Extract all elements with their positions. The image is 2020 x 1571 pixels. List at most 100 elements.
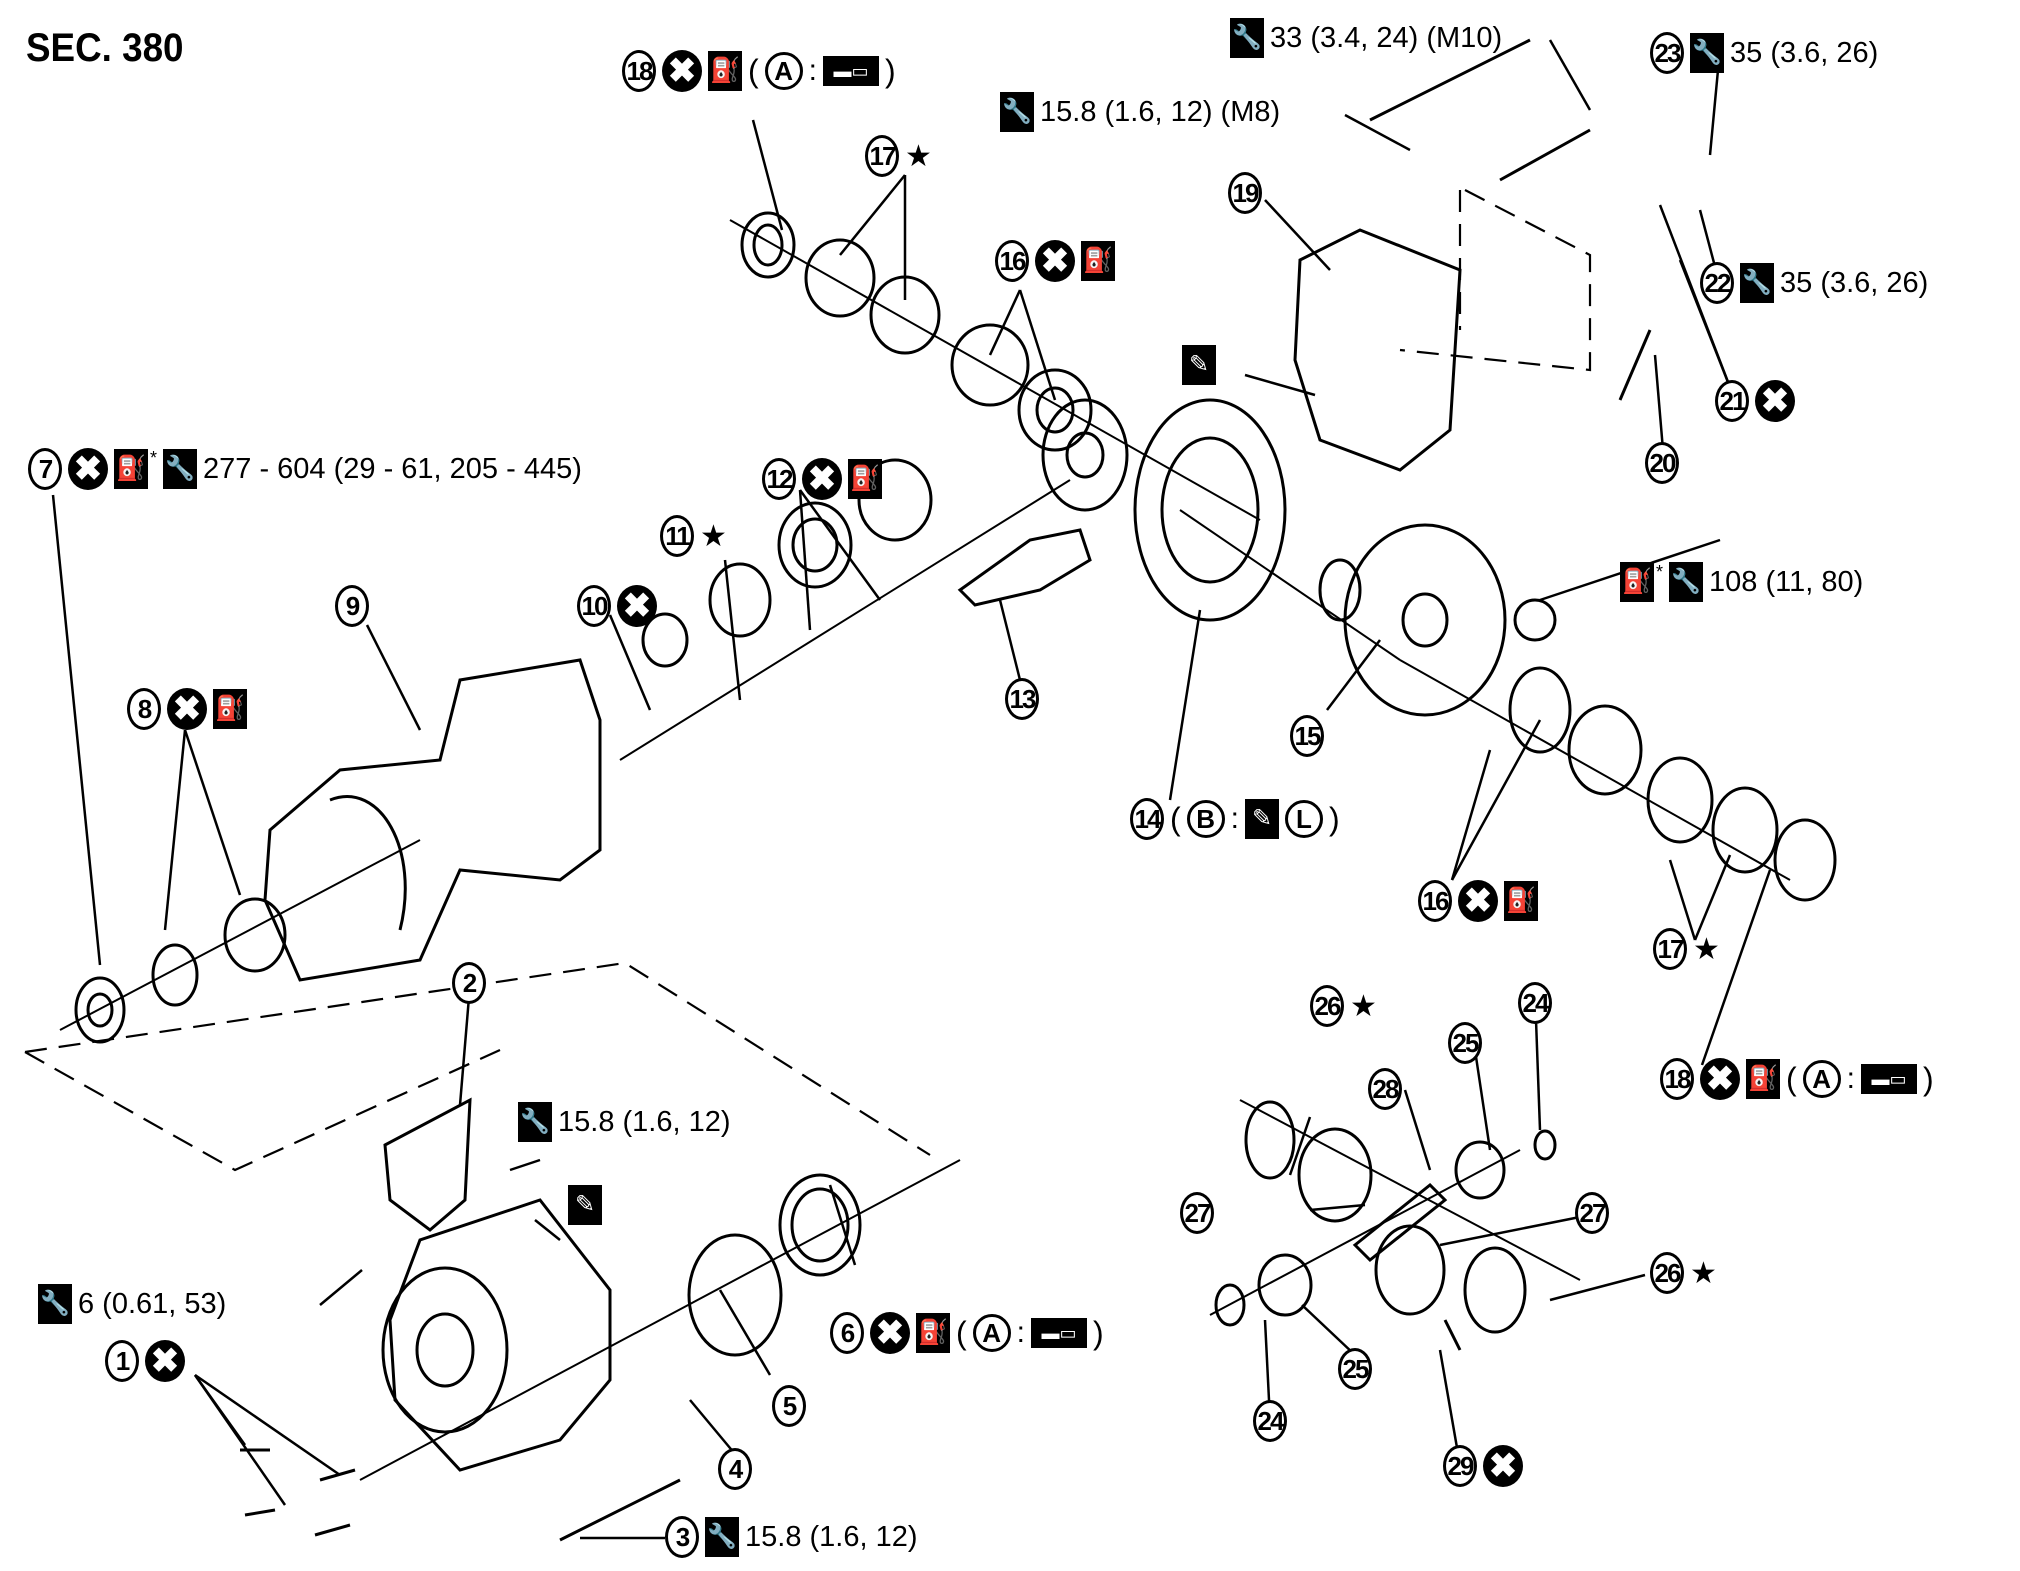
part-number-26: 26 — [1310, 985, 1344, 1027]
section-number: SEC. 380 — [26, 26, 184, 70]
letter-b-badge: B — [1186, 800, 1225, 838]
torque-wrench-icon: 🔧 — [38, 1284, 72, 1324]
callout-9: 9 — [335, 585, 369, 627]
sealant-rear-cover: ✎ — [1182, 345, 1216, 385]
selective-part-star-icon: ★ — [1350, 989, 1377, 1023]
part-number-8: 8 — [127, 688, 161, 730]
part-number-5: 5 — [772, 1385, 806, 1427]
part-number-24: 24 — [1253, 1400, 1287, 1442]
sealant-tube-icon: ✎ — [1245, 799, 1279, 839]
callout-16-top: 16 ✖ ⛽ — [995, 240, 1115, 282]
part-number-11: 11 — [660, 515, 694, 557]
part-number-29: 29 — [1443, 1445, 1477, 1487]
torque-value: 15.8 (1.6, 12) (M8) — [1040, 95, 1281, 128]
callout-18-bottom: 18 ✖ ⛽ ( A : ▬▭ ) — [1660, 1058, 1934, 1100]
callout-17-top: 17 ★ — [865, 135, 932, 177]
replace-icon: ✖ — [1755, 380, 1795, 422]
part-number-24: 24 — [1518, 982, 1552, 1024]
part-number-26: 26 — [1650, 1252, 1684, 1294]
replace-icon: ✖ — [870, 1312, 910, 1354]
open-paren: ( — [1786, 1060, 1797, 1097]
torque-value: 15.8 (1.6, 12) — [558, 1105, 731, 1138]
part-number-18: 18 — [622, 50, 656, 92]
part-number-17: 17 — [1653, 928, 1687, 970]
torque-m8-bolt: 🔧 15.8 (1.6, 12) (M8) — [1000, 92, 1280, 132]
callout-2: 2 — [452, 962, 486, 1004]
part-number-20: 20 — [1645, 442, 1679, 484]
letter-a-badge: A — [972, 1314, 1011, 1352]
callout-19: 19 — [1228, 172, 1262, 214]
replace-icon: ✖ — [145, 1340, 185, 1382]
callout-10: 10 ✖ — [577, 585, 657, 627]
callout-20: 20 — [1645, 442, 1679, 484]
callout-26-bottom: 26 ★ — [1650, 1252, 1717, 1294]
part-number-17: 17 — [865, 135, 899, 177]
asterisk: * — [1656, 562, 1664, 582]
part-number-3: 3 — [665, 1516, 699, 1558]
callout-23: 23 🔧 35 (3.6, 26) — [1650, 32, 1878, 74]
part-number-22: 22 — [1700, 262, 1734, 304]
selective-part-star-icon: ★ — [700, 519, 727, 553]
oil-can-icon: ⛽ — [1081, 241, 1115, 281]
oil-can-icon: ⛽ — [848, 459, 882, 499]
torque-diff-case-bolt: ⛽ * 🔧 108 (11, 80) — [1620, 562, 1863, 602]
callout-18-top: 18 ✖ ⛽ ( A : ▬▭ ) — [622, 50, 896, 92]
torque-wrench-icon: 🔧 — [705, 1517, 739, 1557]
callout-14: 14 ( B : ✎ L ) — [1130, 798, 1340, 840]
torque-wrench-icon: 🔧 — [1000, 92, 1034, 132]
colon: : — [1230, 802, 1239, 835]
part-number-13: 13 — [1005, 678, 1039, 720]
callout-6: 6 ✖ ⛽ ( A : ▬▭ ) — [830, 1312, 1104, 1354]
callout-17-bottom: 17 ★ — [1653, 928, 1720, 970]
torque-value: 277 - 604 (29 - 61, 205 - 445) — [203, 452, 582, 485]
oil-can-icon: ⛽ — [213, 689, 247, 729]
open-paren: ( — [748, 52, 759, 89]
callout-28: 28 — [1368, 1068, 1402, 1110]
callout-24-top: 24 — [1518, 982, 1552, 1024]
replace-icon: ✖ — [1035, 240, 1075, 282]
oil-can-icon: ⛽ — [1620, 562, 1654, 602]
replace-icon: ✖ — [1483, 1445, 1523, 1487]
torque-value: 108 (11, 80) — [1709, 565, 1864, 598]
part-number-25: 25 — [1338, 1348, 1372, 1390]
callout-22: 22 🔧 35 (3.6, 26) — [1700, 262, 1928, 304]
callout-21: 21 ✖ — [1715, 380, 1795, 422]
torque-m10-bolt: 🔧 33 (3.4, 24) (M10) — [1230, 18, 1502, 58]
part-number-2: 2 — [452, 962, 486, 1004]
callout-25-bottom: 25 — [1338, 1348, 1372, 1390]
callout-15: 15 — [1290, 715, 1324, 757]
part-number-21: 21 — [1715, 380, 1749, 422]
callout-5: 5 — [772, 1385, 806, 1427]
oil-can-icon: ⛽ — [708, 51, 742, 91]
torque-wrench-icon: 🔧 — [518, 1102, 552, 1142]
callout-16-bottom: 16 ✖ ⛽ — [1418, 880, 1538, 922]
torque-wrench-icon: 🔧 — [163, 449, 198, 489]
close-paren: ) — [1093, 1314, 1104, 1351]
part-number-1: 1 — [105, 1340, 139, 1382]
part-number-9: 9 — [335, 585, 369, 627]
part-number-23: 23 — [1650, 32, 1684, 74]
part-number-4: 4 — [718, 1448, 752, 1490]
part-number-12: 12 — [762, 458, 796, 500]
sealant-tube-icon: ✎ — [568, 1185, 602, 1225]
callout-24-bottom: 24 — [1253, 1400, 1287, 1442]
colon: : — [1016, 1316, 1025, 1349]
assembly-axis-lines — [59, 219, 1791, 1481]
callout-1: 1 ✖ — [105, 1340, 185, 1382]
torque-bracket-bolt: 🔧 15.8 (1.6, 12) — [518, 1102, 731, 1142]
dashed-reference-box — [24, 189, 1592, 1172]
callout-3: 3 🔧 15.8 (1.6, 12) — [665, 1516, 918, 1558]
callout-7: 7 ✖ ⛽ * 🔧 277 - 604 (29 - 61, 205 - 445) — [28, 448, 582, 490]
replace-icon: ✖ — [1700, 1058, 1740, 1100]
callout-27-left: 27 — [1180, 1192, 1214, 1234]
oil-can-icon: ⛽ — [114, 449, 148, 489]
letter-a-badge: A — [1802, 1060, 1841, 1098]
callout-12: 12 ✖ ⛽ — [762, 458, 882, 500]
letter-a-badge: A — [764, 52, 803, 90]
torque-value: 33 (3.4, 24) (M10) — [1270, 21, 1503, 54]
part-number-6: 6 — [830, 1312, 864, 1354]
callout-26-top: 26 ★ — [1310, 985, 1377, 1027]
replace-icon: ✖ — [1458, 880, 1498, 922]
